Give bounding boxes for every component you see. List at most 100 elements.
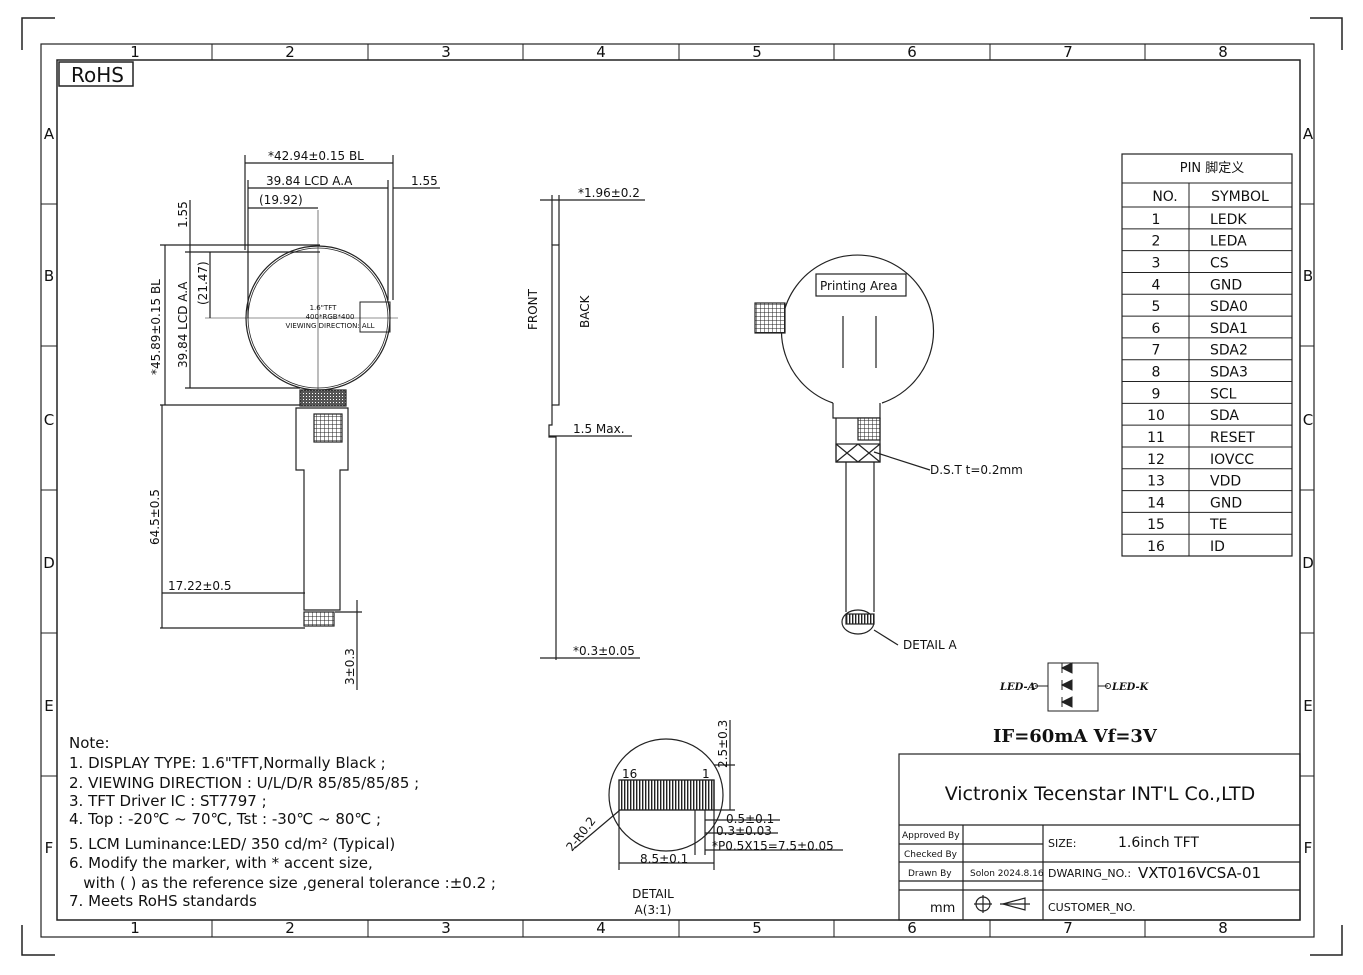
display-label-line: 1.6"TFT bbox=[310, 304, 338, 312]
pin-number: 7 bbox=[1152, 343, 1161, 359]
row-label: C bbox=[1303, 411, 1313, 429]
led-schematic bbox=[1032, 662, 1111, 712]
dim-tail: 3±0.3 bbox=[343, 648, 357, 685]
note-line: 4. Top : -20℃ ~ 70℃, Tst : -30℃ ~ 80℃ ; bbox=[69, 810, 381, 828]
column-labels-top: 1 2 3 4 5 6 7 8 bbox=[130, 43, 1228, 61]
side-back: BACK bbox=[578, 294, 592, 328]
pin-symbol: GND bbox=[1210, 277, 1242, 293]
display-label-line: VIEWING DIRECTION: ALL bbox=[285, 322, 374, 330]
side-stiffener: 1.5 Max. bbox=[573, 422, 625, 436]
front-view bbox=[160, 155, 440, 690]
pin-number: 2 bbox=[1152, 234, 1161, 250]
pin-number: 13 bbox=[1147, 474, 1165, 490]
pin-number: 5 bbox=[1152, 299, 1161, 315]
row-label: D bbox=[43, 554, 55, 572]
fpc-connector-box bbox=[359, 301, 391, 333]
note-line: with ( ) as the reference size ,general … bbox=[69, 874, 496, 892]
col-label: 2 bbox=[285, 43, 295, 61]
pin-symbol: RESET bbox=[1210, 430, 1255, 446]
display-label-line: 400*RGB*400 bbox=[306, 313, 355, 321]
pin-number: 10 bbox=[1147, 408, 1165, 424]
col-label: 6 bbox=[907, 919, 917, 937]
back-connector bbox=[754, 302, 786, 334]
col-label: 6 bbox=[907, 43, 917, 61]
pin-number: 9 bbox=[1152, 386, 1161, 402]
detail-d1: 0.5±0.1 bbox=[726, 812, 774, 826]
pin-symbol: SDA3 bbox=[1210, 365, 1248, 381]
col-label: 5 bbox=[752, 919, 762, 937]
led-k-label: LED-K bbox=[1111, 682, 1150, 693]
back-ic bbox=[857, 417, 881, 441]
rohs-label: RoHS bbox=[71, 63, 124, 87]
pin-number: 11 bbox=[1147, 430, 1165, 446]
size-label: SIZE: bbox=[1048, 837, 1076, 850]
printing-area-box bbox=[815, 273, 907, 297]
column-dividers bbox=[41, 44, 1314, 937]
col-label: 4 bbox=[596, 919, 606, 937]
pin-number: 4 bbox=[1152, 277, 1161, 293]
dim-fpc-len: 64.5±0.5 bbox=[148, 489, 162, 545]
pin-symbol: SDA bbox=[1210, 408, 1239, 424]
side-thickness: *1.96±0.2 bbox=[578, 186, 640, 200]
row-label: E bbox=[1303, 697, 1312, 715]
dim-height-bl: *45.89±0.15 BL bbox=[149, 279, 163, 375]
note-line: 5. LCM Luminance:LED/ 350 cd/m² (Typical… bbox=[69, 835, 395, 853]
back-circle bbox=[780, 254, 935, 404]
col-label: 1 bbox=[130, 43, 140, 61]
pin-number: 14 bbox=[1147, 495, 1165, 511]
col-label: 1 bbox=[130, 919, 140, 937]
side-front: FRONT bbox=[526, 288, 540, 330]
dim-ref-19-92: (19.92) bbox=[259, 193, 303, 207]
back-view-text: Printing Area D.S.T t=0.2mm DETAIL A bbox=[820, 279, 1023, 652]
fpc-body bbox=[295, 407, 349, 611]
led-a-label: LED-A bbox=[999, 682, 1036, 693]
row-label: B bbox=[1303, 267, 1313, 285]
row-label: A bbox=[1303, 125, 1314, 143]
side-fpc-thk: *0.3±0.05 bbox=[573, 644, 635, 658]
note-line: 3. TFT Driver IC : ST7797 ; bbox=[69, 792, 267, 810]
detail-a-label: DETAIL A bbox=[903, 638, 957, 652]
row-label: A bbox=[44, 125, 55, 143]
column-labels-bottom: 1 2 3 4 5 6 7 8 bbox=[130, 919, 1228, 937]
fpc-contacts bbox=[303, 611, 335, 627]
detail-width: 8.5±0.1 bbox=[640, 852, 688, 866]
side-panel bbox=[551, 244, 560, 406]
printing-area-label: Printing Area bbox=[820, 279, 898, 293]
pin-number: 16 bbox=[1147, 539, 1165, 555]
detail-pin16: 16 bbox=[622, 767, 637, 781]
detail-a-view bbox=[574, 720, 843, 870]
detail-pin1: 1 bbox=[702, 767, 710, 781]
note-line: 2. VIEWING DIRECTION : U/L/D/R 85/85/85/… bbox=[69, 774, 419, 792]
col-label: 5 bbox=[752, 43, 762, 61]
approved-by: Approved By bbox=[902, 831, 960, 841]
pin-number: 3 bbox=[1152, 255, 1161, 271]
pin-header-symbol: SYMBOL bbox=[1211, 189, 1269, 205]
dim-offset-v: 1.55 bbox=[176, 201, 190, 228]
dim-ref-21-47: (21.47) bbox=[196, 261, 210, 305]
rohs-box bbox=[58, 61, 134, 87]
row-label: F bbox=[45, 839, 54, 857]
drawn-by: Drawn By bbox=[908, 869, 952, 879]
drawing-no-label: DWARING_NO.: bbox=[1048, 867, 1131, 880]
dst-tape bbox=[835, 443, 881, 463]
pin-symbol: ID bbox=[1210, 539, 1225, 555]
pin-number: 12 bbox=[1147, 452, 1165, 468]
pin-number: 1 bbox=[1152, 212, 1161, 228]
front-view-dims: *42.94±0.15 BL 39.84 LCD A.A 1.55 (19.92… bbox=[148, 149, 438, 685]
dim-lcd-aa-w: 39.84 LCD A.A bbox=[266, 174, 353, 188]
detail-d2: 0.3±0.03 bbox=[716, 824, 772, 838]
row-labels-left: A B C D E F bbox=[43, 125, 55, 857]
size-value: 1.6inch TFT bbox=[1118, 835, 1199, 851]
pin-symbol: TE bbox=[1209, 517, 1227, 533]
dim-width-bl: *42.94±0.15 BL bbox=[268, 149, 364, 163]
pin-symbol: SCL bbox=[1210, 386, 1237, 402]
pin-symbol: LEDK bbox=[1210, 212, 1247, 228]
row-label: F bbox=[1304, 839, 1313, 857]
pin-symbol: SDA2 bbox=[1210, 343, 1248, 359]
checked-by: Checked By bbox=[904, 850, 958, 860]
pin-header-no: NO. bbox=[1152, 189, 1177, 205]
col-label: 3 bbox=[441, 919, 451, 937]
corner-marks bbox=[21, 17, 1343, 956]
